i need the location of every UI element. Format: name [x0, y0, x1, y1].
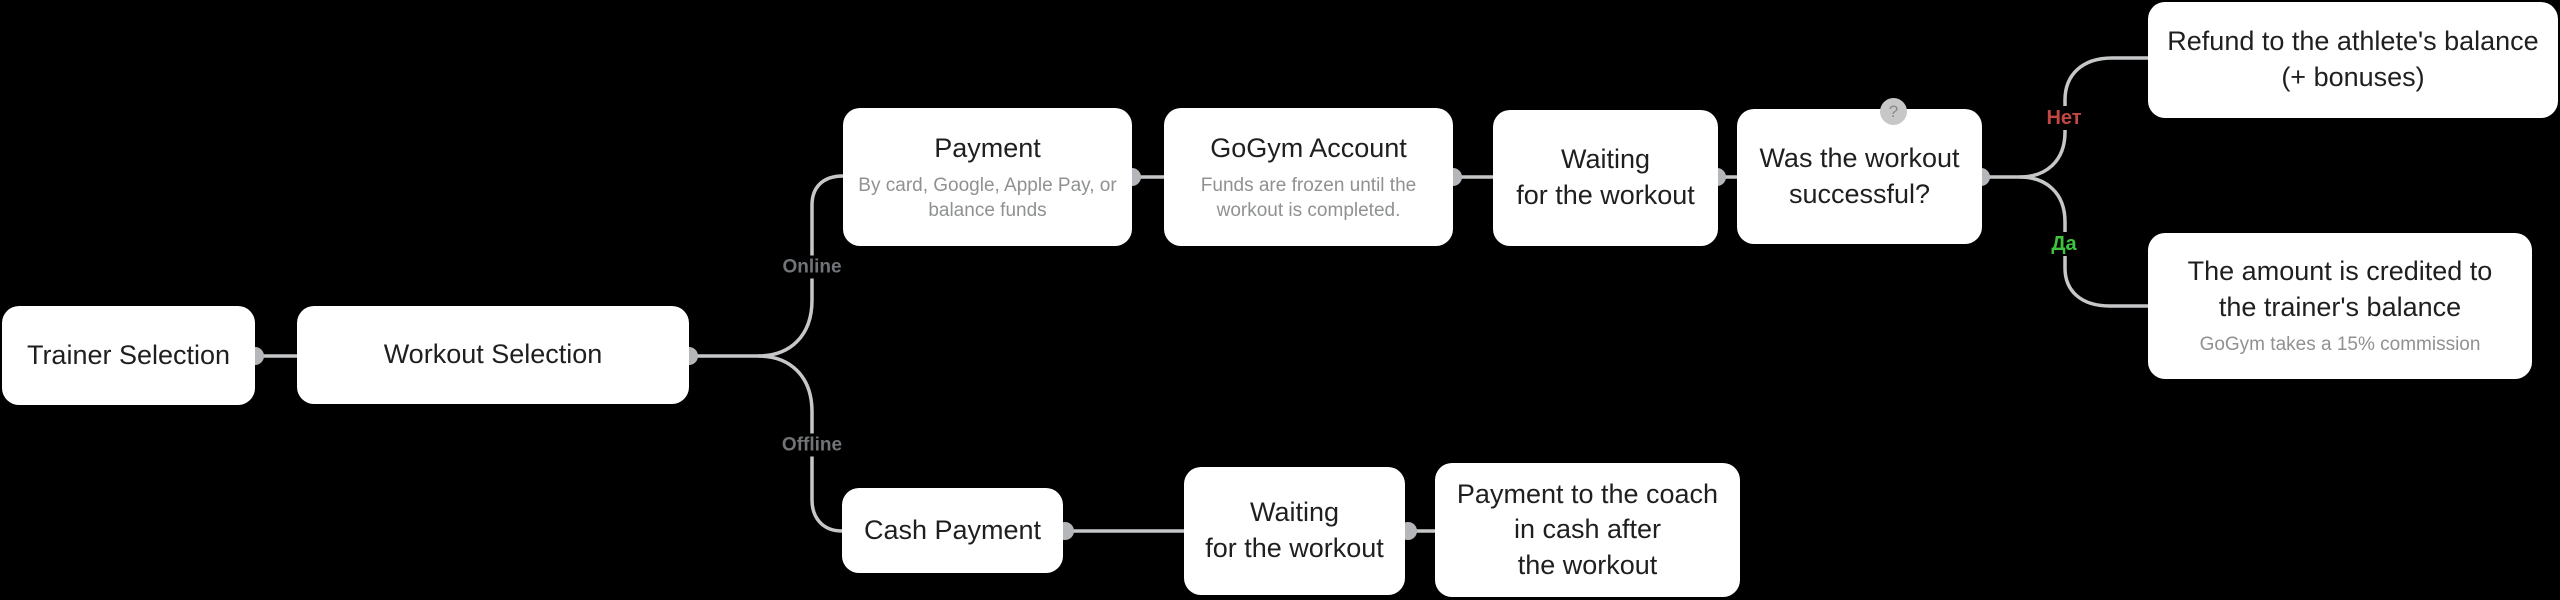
node-title: The amount is credited to the trainer's … — [2187, 256, 2493, 322]
edge-workout-online-payment — [689, 174, 844, 358]
node-title: Was the workout successful? — [1759, 142, 1960, 209]
question-badge[interactable]: ? — [1880, 98, 1907, 125]
node-waiting-for-workout-offline[interactable]: Waiting for the workout — [1184, 467, 1405, 595]
node-subtitle: By card, Google, Apple Pay, or balance f… — [858, 175, 1117, 221]
node-title: Cash Payment — [863, 514, 1042, 545]
node-title: Refund to the athlete's balance (+ bonus… — [2167, 26, 2539, 92]
node-refund-to-athlete[interactable]: Refund to the athlete's balance (+ bonus… — [2148, 2, 2558, 118]
node-title: GoGym Account — [1210, 132, 1407, 163]
node-payment[interactable]: Payment By card, Google, Apple Pay, or b… — [843, 108, 1132, 246]
node-payment-to-coach[interactable]: Payment to the coach in cash after the w… — [1435, 463, 1740, 597]
node-subtitle: Funds are frozen until the workout is co… — [1200, 175, 1417, 221]
branch-label-online[interactable]: Online — [776, 255, 848, 279]
node-title: Payment to the coach in cash after the w… — [1456, 478, 1719, 580]
node-amount-credited-to-trainer[interactable]: The amount is credited to the trainer's … — [2148, 233, 2532, 379]
node-waiting-for-workout-online[interactable]: Waiting for the workout — [1493, 110, 1718, 246]
node-gogym-account[interactable]: GoGym Account Funds are frozen until the… — [1164, 108, 1453, 246]
node-workout-selection[interactable]: Workout Selection — [297, 306, 689, 404]
branch-label-yes[interactable]: Да — [2045, 232, 2083, 256]
node-subtitle: GoGym takes a 15% commission — [2199, 334, 2481, 356]
node-title: Trainer Selection — [26, 339, 231, 370]
node-was-workout-successful[interactable]: Was the workout successful? — [1737, 109, 1982, 244]
edge-successful-yes-credited — [2019, 175, 2148, 308]
node-title: Payment — [934, 132, 1041, 163]
node-cash-payment[interactable]: Cash Payment — [842, 488, 1063, 573]
node-trainer-selection[interactable]: Trainer Selection — [2, 306, 255, 405]
node-title: Waiting for the workout — [1205, 497, 1384, 563]
branch-label-offline[interactable]: Offline — [775, 433, 849, 457]
node-title: Workout Selection — [383, 339, 603, 370]
node-title: Waiting for the workout — [1516, 144, 1695, 210]
edge-workout-offline-cash — [757, 354, 843, 533]
branch-label-no[interactable]: Нет — [2040, 106, 2088, 130]
